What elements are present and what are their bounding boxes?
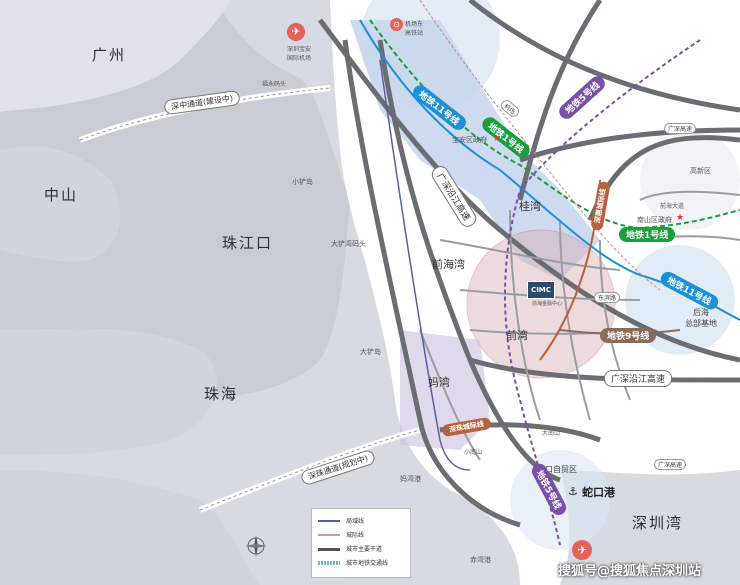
legend-label: 城市主要干道	[346, 546, 383, 553]
project-logo: CIMC	[527, 281, 555, 299]
road-label-guangshen-1: 广深高速	[664, 123, 697, 134]
road-label-qianhai: 前海大道	[660, 203, 685, 210]
legend-label: 局域线	[346, 518, 365, 525]
poi-dachanwan-pier: 大铲湾码头	[331, 240, 366, 248]
local-line	[379, 59, 471, 471]
road-label-guangshen-2: 广深高速	[654, 459, 687, 470]
region-houhai: 后海 总部基地	[685, 308, 717, 328]
star-icon: ★	[676, 213, 685, 223]
intercity-red	[419, 0, 661, 291]
region-gaoxin: 高新区	[690, 167, 711, 175]
zone-gaoxin	[640, 130, 740, 230]
project-caption: 前海金融中心	[532, 301, 563, 307]
region-guangzhou: 广州	[92, 46, 127, 64]
road-label-dongbin: 东滨路	[594, 292, 621, 303]
region-mawan: 妈湾	[428, 376, 450, 389]
legend-swatch	[318, 548, 340, 551]
region-qianwan: 前湾	[506, 329, 528, 342]
legend-swatch	[318, 520, 340, 522]
legend-label: 城际线	[346, 532, 365, 539]
region-zhongshan: 中山	[44, 186, 79, 204]
compass-rose	[245, 535, 267, 557]
region-shekou-ftz: 蛇口自贸区	[537, 465, 577, 474]
legend-swatch	[318, 534, 340, 536]
airplane-icon: ✈	[287, 23, 305, 41]
region-shenzhen-bay: 深圳湾	[632, 514, 684, 532]
poi-mawan-port: 妈湾港	[400, 475, 421, 483]
poi-airport-east-station: 机场东 高铁站	[405, 21, 424, 37]
legend-swatch	[318, 561, 340, 565]
land-zhongshan	[0, 146, 121, 262]
star-icon-baoan: ★	[493, 134, 501, 143]
land-zhuhai	[0, 328, 217, 455]
airplane-icon-bottom: ✈	[572, 540, 592, 560]
region-xiaonan-mountain: 小南山	[464, 449, 483, 456]
zone-qianhai-circle	[466, 229, 616, 379]
poi-airport: 深圳宝安 国际机场	[286, 46, 311, 62]
watermark: 搜狐号@搜狐焦点深圳站	[558, 564, 702, 579]
zone-houhai	[625, 245, 735, 355]
road-shenzhu-dash	[199, 429, 421, 511]
region-xiaochan-island: 小铲岛	[292, 178, 313, 186]
region-danan-mountain: 大南山	[542, 430, 561, 437]
poi-shekou-port: 蛇口港	[582, 486, 615, 499]
region-qianhaiwan: 前海湾	[432, 258, 465, 271]
train-station-icon: ⊙	[390, 18, 403, 31]
region-dachan-island: 大铲岛	[360, 348, 381, 356]
region-baoan-gov: 宝安区政府	[452, 136, 487, 144]
poi-fuyong-pier: 福永码头	[262, 81, 287, 88]
metro9-label: 地铁9号线	[600, 328, 657, 343]
region-zhuhai: 珠海	[204, 385, 239, 403]
anchor-icon: ⚓	[568, 485, 578, 498]
region-pearl-river-mouth: 珠江口	[222, 234, 274, 252]
region-guiwan: 桂湾	[519, 200, 541, 213]
legend: 局域线 城际线 城市主要干道 城市地铁交通线	[311, 508, 411, 578]
land-south-west	[0, 470, 260, 585]
poi-chiwan-port: 赤湾港	[470, 556, 491, 564]
road-label-guangshen-coastal-right: 广深沿江高速	[604, 370, 673, 387]
region-nanshan-gov: 南山区政府	[637, 216, 672, 224]
legend-label: 城市地铁交通线	[346, 560, 389, 567]
land-guangzhou	[0, 0, 230, 112]
metro1-label-right: 地铁1号线	[619, 227, 676, 242]
